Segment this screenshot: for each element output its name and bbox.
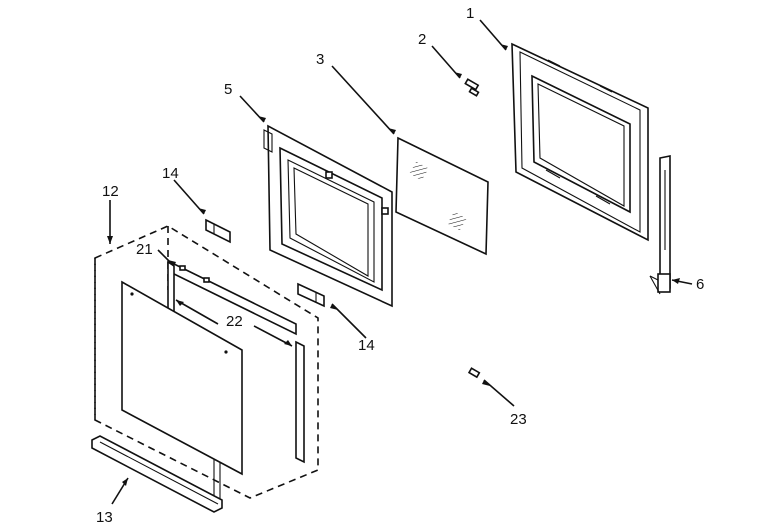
part-5-inner-frame — [263, 124, 393, 308]
part-23-fastener — [467, 367, 481, 379]
callout-12: 12 — [102, 183, 119, 200]
callout-14-upper: 14 — [162, 165, 179, 182]
part-1-door-frame — [511, 42, 649, 242]
callout-2: 2 — [418, 31, 426, 48]
leader-lines — [107, 19, 693, 505]
callout-3: 3 — [316, 51, 324, 68]
part-14-bracket-lower — [297, 282, 325, 308]
callout-5: 5 — [224, 81, 232, 98]
callout-1: 1 — [466, 5, 474, 22]
callout-23: 23 — [510, 411, 527, 428]
part-13-handle — [91, 435, 223, 513]
part-2-screw — [464, 78, 480, 97]
callout-13: 13 — [96, 509, 113, 526]
callout-22: 22 — [226, 313, 243, 330]
part-14-bracket-upper — [205, 218, 231, 244]
outer-glass-panel — [121, 280, 243, 476]
callout-21: 21 — [136, 241, 153, 258]
callout-labels: 1 2 3 5 6 12 13 14 14 21 22 23 — [96, 5, 704, 526]
part-3-glass-pane — [395, 136, 489, 256]
callout-6: 6 — [696, 276, 704, 293]
callout-14-lower: 14 — [358, 337, 375, 354]
part-6-hinge — [649, 155, 671, 295]
